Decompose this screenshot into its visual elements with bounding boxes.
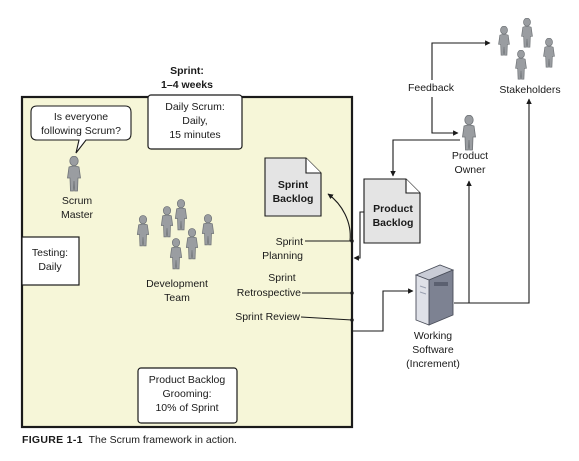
development-team-line2: Team	[164, 292, 190, 304]
speech-bubble-line1: Is everyone	[54, 111, 108, 123]
sprint-backlog-fold	[305, 158, 321, 174]
stakeholders-label: Stakeholders	[499, 84, 560, 96]
daily-scrum-line3: 15 minutes	[169, 129, 220, 141]
grooming-line2: Grooming:	[162, 388, 211, 400]
person-icon	[543, 38, 555, 68]
scrum-master-line1: Scrum	[62, 195, 93, 207]
review-to-working-software-arrow	[352, 288, 414, 332]
sprint-review-label: Sprint Review	[235, 311, 300, 323]
working-software-line3: (Increment)	[406, 358, 460, 370]
product-backlog-to-sprint-arrow	[353, 211, 364, 261]
sprint-backlog-line1: Sprint	[278, 179, 309, 191]
speech-bubble-line2: following Scrum?	[41, 125, 121, 137]
product-owner-person-icon	[462, 115, 476, 151]
figure-number: FIGURE 1-1	[22, 434, 83, 446]
software-to-stakeholders-arrow	[469, 98, 532, 304]
sprint-header-line1: Sprint:	[170, 65, 204, 77]
sprint-retrospective-line1: Sprint	[268, 272, 296, 284]
sprint-retrospective-line2: Retrospective	[237, 287, 301, 299]
product-backlog-line2: Backlog	[373, 217, 414, 229]
sprint-review-connector	[300, 316, 354, 322]
feedback-arrow-to-stakeholders	[431, 40, 491, 80]
scrum-master-line2: Master	[61, 209, 94, 221]
product-owner-line2: Owner	[455, 164, 486, 176]
sprint-header-line2: 1–4 weeks	[161, 79, 213, 91]
person-icon	[521, 18, 533, 48]
figure-caption: FIGURE 1-1 The Scrum framework in action…	[22, 434, 237, 446]
product-backlog-doc	[363, 178, 421, 244]
stakeholders-group	[498, 18, 555, 80]
testing-line2: Daily	[38, 261, 62, 273]
grooming-box	[137, 367, 238, 424]
working-software-line2: Software	[412, 344, 454, 356]
product-backlog-fold	[405, 179, 420, 194]
software-to-product-owner-arrow	[454, 180, 472, 304]
daily-scrum-line2: Daily,	[182, 115, 207, 127]
grooming-line1: Product Backlog	[149, 374, 226, 386]
daily-scrum-box	[147, 94, 243, 150]
testing-box	[21, 236, 80, 286]
grooming-line3: 10% of Sprint	[155, 402, 218, 414]
product-owner-line1: Product	[452, 150, 488, 162]
product-owner-to-backlog-arrow	[390, 139, 460, 177]
sprint-planning-line1: Sprint	[276, 236, 304, 248]
speech-bubble	[30, 105, 132, 154]
sprint-planning-line2: Planning	[262, 250, 303, 262]
person-icon	[515, 50, 527, 80]
feedback-arrow-to-product-owner	[431, 97, 459, 136]
server-icon	[414, 264, 455, 326]
planning-to-sprint-backlog-arrow	[327, 193, 351, 242]
feedback-label: Feedback	[408, 82, 455, 94]
figure-caption-text: The Scrum framework in action.	[88, 434, 237, 446]
product-backlog-line1: Product	[373, 203, 413, 215]
working-software-line1: Working	[414, 330, 452, 342]
person-icon	[498, 26, 510, 56]
testing-line1: Testing:	[32, 247, 68, 259]
sprint-backlog-line2: Backlog	[273, 193, 314, 205]
daily-scrum-line1: Daily Scrum:	[165, 101, 225, 113]
development-team-line1: Development	[146, 278, 208, 290]
